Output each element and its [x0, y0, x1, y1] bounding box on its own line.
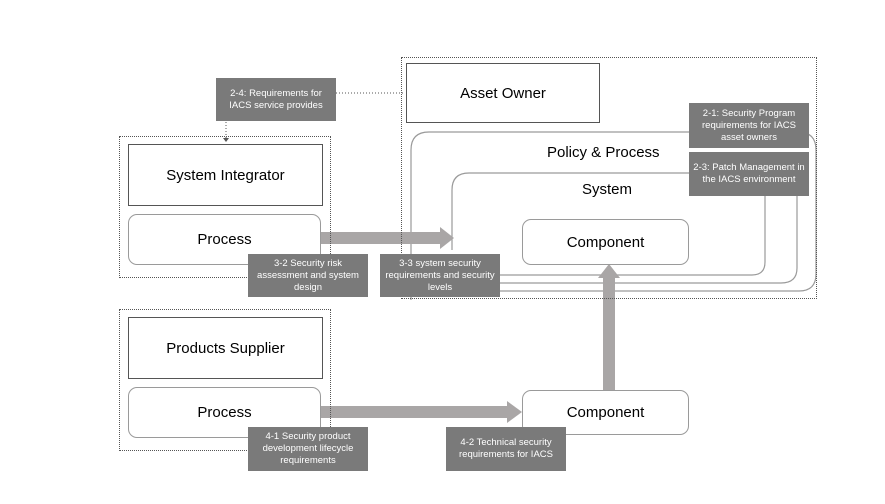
- system-inner-line: [500, 196, 766, 276]
- tag-4-2: 4-2 Technical security requirements for …: [446, 427, 566, 471]
- products-supplier-label: Products Supplier: [166, 339, 285, 357]
- policy-process-boundary: [410, 131, 817, 300]
- system-integrator-label: System Integrator: [166, 166, 285, 184]
- arrow-supplier-shaft: [321, 406, 509, 418]
- products-supplier-box: Products Supplier: [128, 317, 323, 379]
- tag-4-1: 4-1 Security product development lifecyc…: [248, 427, 368, 471]
- process-supplier-label: Process: [197, 404, 252, 421]
- tag-2-4: 2-4: Requirements for IACS service provi…: [216, 78, 336, 121]
- products-supplier-region: [119, 309, 331, 451]
- arrow-up-head: [598, 264, 620, 278]
- tag-2-1: 2-1: Security Program requirements for I…: [689, 103, 809, 148]
- asset-owner-box: Asset Owner: [406, 63, 600, 123]
- component-top-label: Component: [566, 233, 645, 251]
- component-bottom-label: Component: [566, 404, 645, 421]
- connector-arrowhead: [223, 138, 229, 142]
- system-integrator-box: System Integrator: [128, 144, 323, 206]
- process-integrator-label: Process: [197, 231, 252, 248]
- policy-process-label: Policy & Process: [547, 144, 660, 161]
- tag-3-2: 3-2 Security risk assessment and system …: [248, 254, 368, 297]
- tag-2-3: 2-3: Patch Management in the IACS enviro…: [689, 152, 809, 196]
- tag-3-3: 3-3 system security requirements and sec…: [380, 254, 500, 297]
- system-integrator-region: [119, 136, 331, 278]
- component-top-box: Component: [522, 219, 689, 265]
- arrow-integrator-shaft: [321, 232, 443, 244]
- arrow-up-shaft: [603, 276, 615, 390]
- arrow-supplier-head: [507, 401, 522, 423]
- system-label: System: [582, 181, 633, 198]
- asset-owner-region: [401, 57, 817, 299]
- arrow-integrator-head: [440, 227, 454, 249]
- asset-owner-label: Asset Owner: [460, 84, 546, 102]
